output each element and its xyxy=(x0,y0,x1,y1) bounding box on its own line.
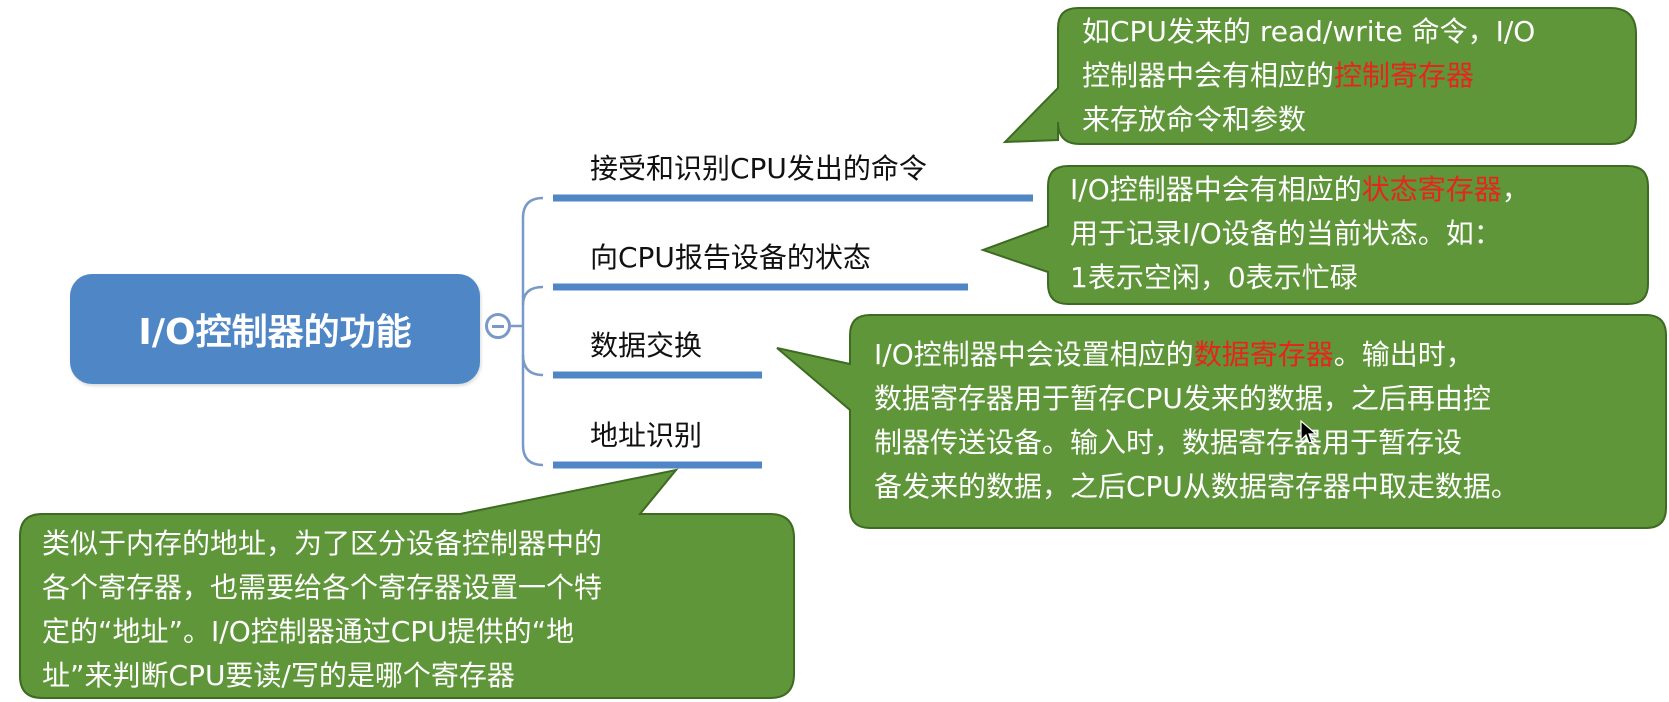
callout-data-shape xyxy=(776,314,1667,529)
root-node[interactable]: I/O控制器的功能 xyxy=(70,274,480,384)
callout-status-line-2: 用于记录I/O设备的当前状态。如： xyxy=(1070,217,1502,250)
collapse-toggle-icon[interactable] xyxy=(485,313,511,339)
branch-label-status[interactable]: 向CPU报告设备的状态 xyxy=(590,241,871,274)
control-register-highlight: 控制寄存器 xyxy=(1334,59,1475,92)
status-register-highlight: 状态寄存器 xyxy=(1361,173,1502,206)
callout-data-text: I/O控制器中会设置相应的数据寄存器。输出时， 数据寄存器用于暂存CPU发来的数… xyxy=(874,333,1519,509)
callout-command-text: 如CPU发来的 read/write 命令，I/O 控制器中会有相应的控制寄存器… xyxy=(1082,10,1535,142)
callout-data-line-3: 制器传送设备。输入时，数据寄存器用于暂存设 xyxy=(874,426,1463,459)
callout-status-line-3: 1表示空闲，0表示忙碌 xyxy=(1070,261,1358,294)
callout-status-line-1: I/O控制器中会有相应的状态寄存器， xyxy=(1070,173,1530,206)
callout-address-line-1: 类似于内存的地址，为了区分设备控制器中的 xyxy=(42,527,603,560)
minus-icon xyxy=(492,324,504,328)
callout-data-line-1: I/O控制器中会设置相应的数据寄存器。输出时， xyxy=(874,338,1474,371)
callout-command-line-3: 来存放命令和参数 xyxy=(1082,103,1307,136)
callout-command-shape xyxy=(1002,7,1637,145)
callout-address-line-4: 址”来判断CPU要读/写的是哪个寄存器 xyxy=(42,659,515,692)
branch-label-command[interactable]: 接受和识别CPU发出的命令 xyxy=(590,152,927,185)
callout-address-line-2: 各个寄存器，也需要给各个寄存器设置一个特 xyxy=(42,571,603,604)
callout-address-text: 类似于内存的地址，为了区分设备控制器中的 各个寄存器，也需要给各个寄存器设置一个… xyxy=(42,522,602,698)
callout-status-text: I/O控制器中会有相应的状态寄存器， 用于记录I/O设备的当前状态。如： 1表示… xyxy=(1070,168,1530,300)
root-title: I/O控制器的功能 xyxy=(138,312,412,353)
data-register-highlight: 数据寄存器 xyxy=(1193,338,1334,371)
branch-label-address[interactable]: 地址识别 xyxy=(590,419,703,452)
callout-command-line-1: 如CPU发来的 read/write 命令，I/O xyxy=(1082,15,1536,48)
callout-address-line-3: 定的“地址”。I/O控制器通过CPU提供的“地 xyxy=(42,615,575,648)
callout-address-shape xyxy=(19,468,795,699)
branch-trunk xyxy=(521,196,544,467)
branch-connector-2 xyxy=(521,285,544,306)
mouse-cursor-icon xyxy=(1300,420,1318,444)
branch-connector-3 xyxy=(521,354,544,377)
callout-data-line-2: 数据寄存器用于暂存CPU发来的数据，之后再由控 xyxy=(874,382,1491,415)
callout-command-line-2: 控制器中会有相应的控制寄存器 xyxy=(1082,59,1475,92)
callout-status-shape xyxy=(980,165,1649,305)
callout-data-line-4: 备发来的数据，之后CPU从数据寄存器中取走数据。 xyxy=(874,470,1519,503)
branch-label-data-exchange[interactable]: 数据交换 xyxy=(590,329,703,362)
